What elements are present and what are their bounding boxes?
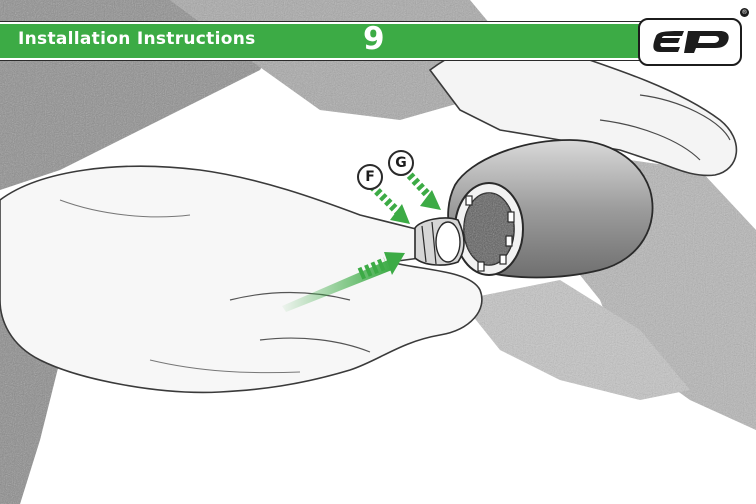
page-number: 9	[363, 21, 385, 57]
ep-logo-icon	[640, 20, 740, 64]
registered-mark: ®	[740, 8, 749, 17]
callout-f: F	[357, 164, 383, 190]
page-title: Installation Instructions	[18, 29, 256, 49]
ep-logo	[638, 18, 742, 66]
callout-g: G	[388, 150, 414, 176]
